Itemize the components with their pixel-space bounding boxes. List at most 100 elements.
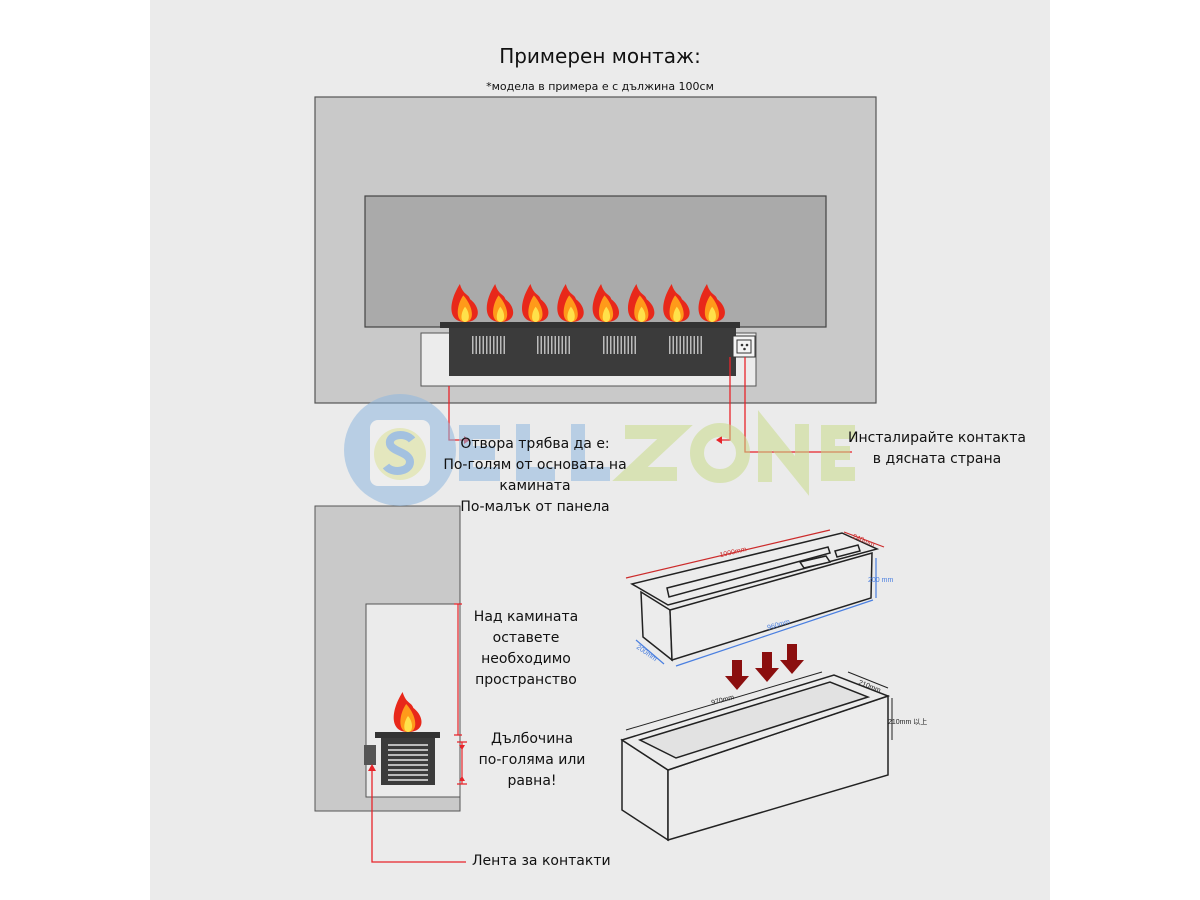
vent-slot — [697, 336, 699, 354]
socket-label: Инсталирайте контакта в дясната страна — [846, 428, 1028, 470]
vent-slot — [388, 779, 428, 781]
vent-slot — [693, 336, 695, 354]
flame-icon — [451, 284, 478, 322]
opening-line: По-малък от панела — [460, 499, 610, 515]
flame-icon — [486, 284, 514, 322]
down-arrow-icon — [725, 660, 749, 690]
burner-unit-iso — [630, 532, 880, 662]
space-line: необходимо — [481, 651, 571, 667]
flames — [451, 284, 725, 322]
vent-slot — [388, 759, 428, 761]
vent-slot — [679, 336, 681, 354]
vent-slot — [388, 749, 428, 751]
socket-line: в дясната страна — [872, 451, 1002, 467]
vent-slot — [486, 336, 488, 354]
depth-line: Дълбочина — [490, 731, 574, 747]
depth-label: Дълбочина по-голяма или равна! — [467, 729, 597, 792]
dim-height: 200 mm — [868, 577, 893, 584]
vent-slot — [547, 336, 549, 354]
strip-callout-line — [371, 770, 466, 863]
opening-line: камината — [499, 478, 571, 494]
strip-callout-arrow — [368, 764, 376, 771]
flame-icon — [663, 284, 690, 322]
vent-slot — [627, 336, 629, 354]
red-dimension-lines — [625, 529, 885, 579]
flame-icon — [522, 284, 549, 322]
dim-niche-height: 210mm 以上 — [888, 717, 927, 726]
vent-slot — [558, 336, 560, 354]
vent-slot — [634, 336, 636, 354]
vent-slot — [500, 336, 502, 354]
vent-slot — [683, 336, 685, 354]
vent-slot — [482, 336, 484, 354]
down-arrow-icon — [780, 644, 804, 674]
flame-icon — [698, 284, 725, 322]
niche-dimension-lines — [625, 671, 893, 740]
vent-slot — [568, 336, 570, 354]
opening-line: Отвора трябва да е: — [460, 436, 610, 452]
vent-slot — [479, 336, 481, 354]
flame-icon — [627, 284, 655, 322]
vent-slot — [537, 336, 539, 354]
socket-icon — [732, 335, 756, 358]
vent-slot — [554, 336, 556, 354]
page-title: Примерен монтаж: — [499, 44, 701, 68]
space-marker — [454, 603, 462, 736]
socket-callout-arrow — [716, 436, 722, 444]
vent-slot — [503, 336, 505, 354]
vent-slot — [672, 336, 674, 354]
niche-iso — [620, 674, 891, 842]
vent-slot — [620, 336, 622, 354]
space-line: оставете — [492, 630, 560, 646]
vent-slot — [690, 336, 692, 354]
vent-slot — [544, 336, 546, 354]
strip-label: Лента за контакти — [472, 853, 611, 869]
vent-slot — [472, 336, 474, 354]
vent-slot — [624, 336, 626, 354]
depth-line: равна! — [507, 773, 557, 789]
space-line: Над камината — [473, 609, 579, 625]
vent-slot — [388, 744, 428, 746]
page-subtitle: *модела в примера е с дължина 100см — [486, 80, 714, 93]
burner-top — [440, 322, 740, 328]
vent-slot — [561, 336, 563, 354]
vent-slot — [606, 336, 608, 354]
vent-slot — [613, 336, 615, 354]
vent-slot — [676, 336, 678, 354]
vent-slot — [669, 336, 671, 354]
down-arrows — [725, 644, 804, 690]
side-burner-vents — [388, 744, 428, 781]
blue-dimension-lines — [635, 558, 877, 667]
contact-strip — [364, 745, 376, 765]
vent-slot — [493, 336, 495, 354]
vent-slot — [700, 336, 702, 354]
depth-line: по-голяма или — [478, 752, 586, 768]
vent-slot — [610, 336, 612, 354]
vent-slot — [388, 754, 428, 756]
socket-line: Инсталирайте контакта — [848, 430, 1026, 446]
vent-slot — [540, 336, 542, 354]
vent-slot — [388, 774, 428, 776]
vent-slot — [388, 769, 428, 771]
dim-niche-length: 970mm — [711, 694, 736, 707]
vent-slot — [475, 336, 477, 354]
flame-icon — [393, 692, 422, 732]
opening-line: По-голям от основата на — [443, 457, 627, 473]
space-line: пространство — [475, 672, 577, 688]
vent-slot — [617, 336, 619, 354]
vent-slot — [496, 336, 498, 354]
flame-icon — [592, 284, 620, 322]
vent-slot — [388, 764, 428, 766]
burner-vents — [472, 336, 702, 354]
vent-slot — [631, 336, 633, 354]
vent-slot — [551, 336, 553, 354]
space-label: Над камината оставете необходимо простра… — [461, 607, 591, 691]
down-arrow-icon — [755, 652, 779, 682]
side-burner-top — [375, 732, 440, 738]
vent-slot — [565, 336, 567, 354]
vent-slot — [603, 336, 605, 354]
side-flame — [393, 692, 422, 732]
vent-slot — [686, 336, 688, 354]
burner-body — [449, 328, 736, 376]
